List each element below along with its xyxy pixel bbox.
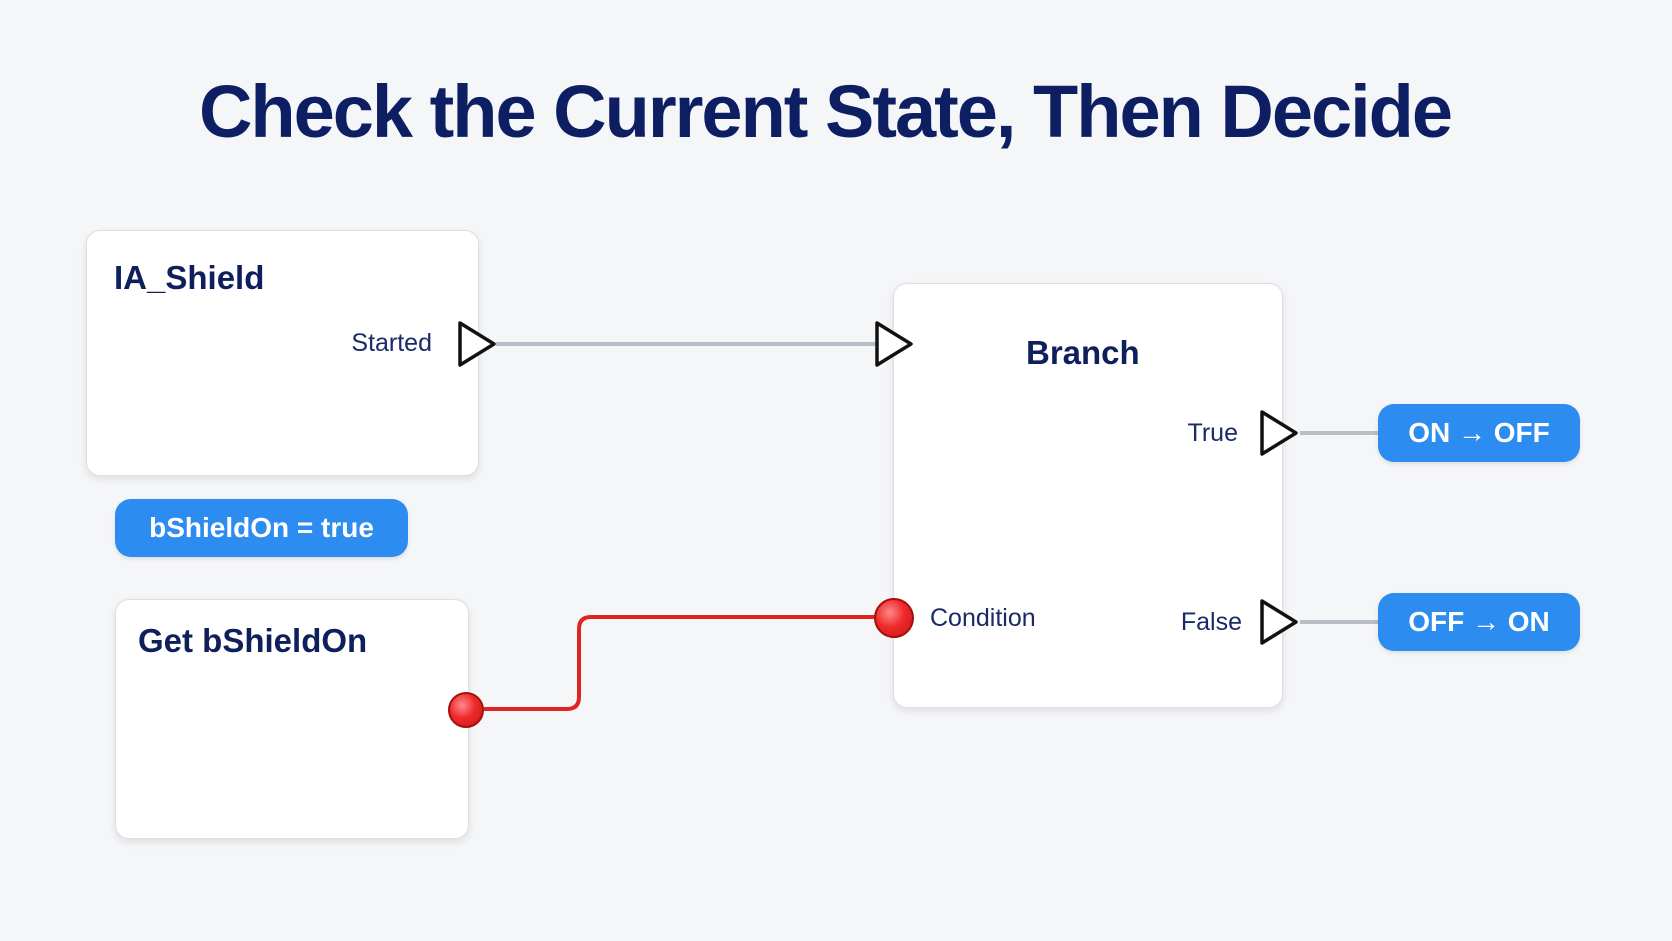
ia-shield-title: IA_Shield xyxy=(114,259,265,296)
state-pill: bShieldOn = true xyxy=(115,499,408,557)
condition-pin-label: Condition xyxy=(930,604,1036,632)
on-to-off-pill: ON → OFF xyxy=(1378,404,1580,462)
get-shield-title: Get bShieldOn xyxy=(138,622,368,659)
branch-exec-in-pin-icon[interactable] xyxy=(873,319,917,369)
condition-data-pin[interactable] xyxy=(874,598,914,638)
true-exec-pin-icon[interactable] xyxy=(1258,408,1302,458)
off-to-on-pill: OFF → ON xyxy=(1378,593,1580,651)
page-title: Check the Current State, Then Decide xyxy=(198,70,1453,153)
shield-value-data-pin[interactable] xyxy=(448,692,484,728)
data-wire-condition xyxy=(484,615,875,711)
branch-title: Branch xyxy=(1026,334,1140,371)
started-exec-pin-icon[interactable] xyxy=(456,319,500,369)
ia-shield-node[interactable]: IA_Shield Started xyxy=(86,230,479,476)
false-pin-label: False xyxy=(1180,608,1242,636)
get-shield-node[interactable]: Get bShieldOn xyxy=(115,599,469,839)
started-pin-label: Started xyxy=(351,329,432,357)
true-pin-label: True xyxy=(1187,419,1238,447)
false-exec-pin-icon[interactable] xyxy=(1258,597,1302,647)
branch-node[interactable]: Branch True False Condition xyxy=(893,283,1283,708)
